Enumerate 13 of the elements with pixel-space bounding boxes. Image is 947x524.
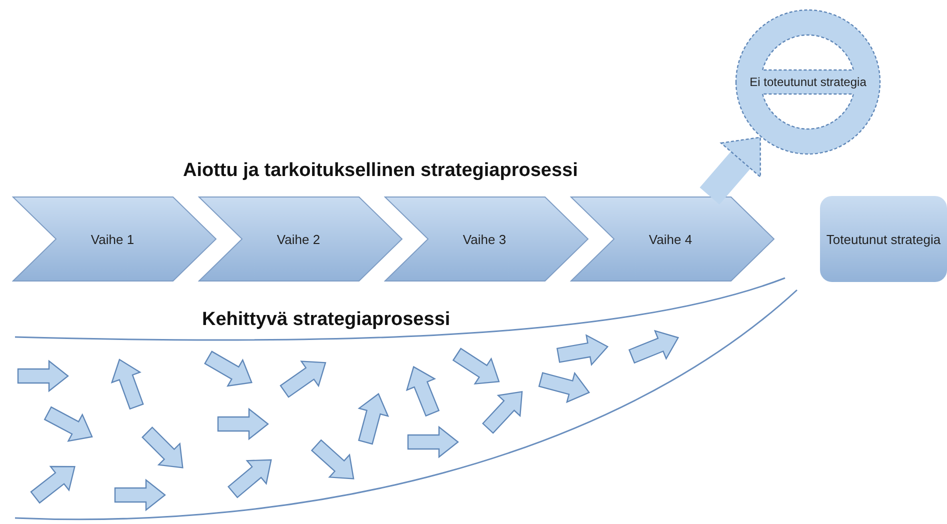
process-heading: Aiottu ja tarkoituksellinen strategiaprosessi bbox=[183, 160, 578, 182]
chevron-step bbox=[198, 196, 403, 282]
node-text: Ei toteutunut strategia bbox=[750, 75, 866, 89]
node-text: Vaihe 1 bbox=[90, 232, 134, 246]
result-box bbox=[820, 196, 947, 282]
node-text: Vaihe 3 bbox=[462, 232, 506, 246]
node-text: Vaihe 2 bbox=[276, 232, 320, 246]
node-text: Toteutunut strategia bbox=[826, 232, 941, 246]
process-heading: Kehittyvä strategiaprosessi bbox=[202, 309, 450, 331]
chevron-step bbox=[12, 196, 217, 282]
chevron-step bbox=[570, 196, 775, 282]
chevron-step bbox=[384, 196, 589, 282]
node-text: Vaihe 4 bbox=[648, 232, 692, 246]
